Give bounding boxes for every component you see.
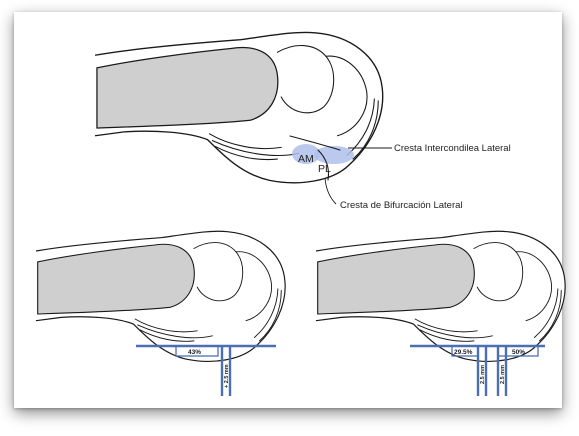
am-depth-percent-label: 29.5% <box>454 349 473 356</box>
bottom-right-femur-illustration: 29.5% 50% 2.5 mm 2.5 mm <box>316 231 565 396</box>
am-offset-mm-label: 2.5 mm <box>480 365 486 384</box>
pl-offset-mm-label: 2.5 mm <box>500 365 506 384</box>
bottom-left-femur-illustration: 43% + 2.5 mm <box>36 231 285 396</box>
intercondylar-ridge-callout: Cresta Intercondilea Lateral <box>394 143 511 154</box>
am-bundle-label: AM <box>298 153 314 165</box>
offset-mm-label: + 2.5 mm <box>224 364 230 388</box>
bifurcation-leader <box>325 178 336 204</box>
depth-percent-label: 43% <box>188 349 201 356</box>
bifurcation-ridge-callout: Cresta de Bifurcación Lateral <box>340 200 463 211</box>
pl-depth-percent-label: 50% <box>512 349 525 356</box>
pl-bundle-label: PL <box>318 163 331 175</box>
top-femur-illustration: AM PL Cresta Intercondilea Lateral Crest… <box>95 32 511 211</box>
